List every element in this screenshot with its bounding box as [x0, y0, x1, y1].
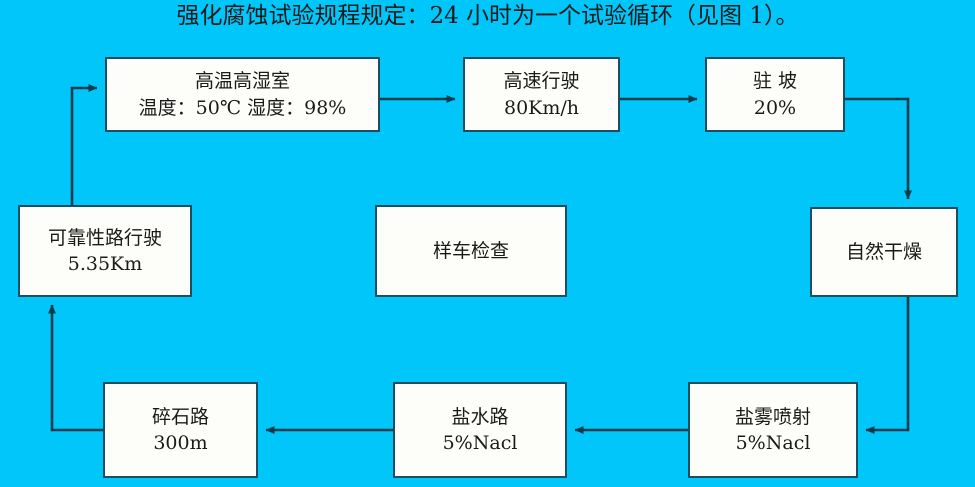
- node-label-line2: 温度：50℃ 湿度：98%: [138, 96, 347, 119]
- node-slope-parking[interactable]: 驻 坡 20%: [705, 57, 845, 132]
- node-label-line1: 驻 坡: [752, 70, 798, 93]
- node-label-line1: 碎石路: [151, 405, 209, 428]
- node-label-line1: 样车检查: [432, 239, 509, 262]
- node-label-line2: 5.35Km: [67, 253, 143, 275]
- node-label-line1: 自然干燥: [845, 240, 922, 263]
- node-natural-drying[interactable]: 自然干燥: [810, 207, 958, 297]
- connector-gravel-to-reliability: [48, 304, 103, 432]
- node-label-line2: 5%Nacl: [735, 432, 811, 454]
- node-salt-water-road[interactable]: 盐水路 5%Nacl: [393, 382, 567, 478]
- node-label-line1: 盐水路: [451, 405, 509, 428]
- node-label-line1: 盐雾喷射: [734, 405, 811, 428]
- connector-slope-to-drying: [845, 97, 912, 200]
- node-reliability-road[interactable]: 可靠性路行驶 5.35Km: [18, 205, 192, 297]
- page-title: 强化腐蚀试验规程规定：24 小时为一个试验循环（见图 1）。: [176, 3, 799, 29]
- node-label-line2: 20%: [753, 96, 797, 119]
- node-label-line2: 300m: [153, 432, 208, 454]
- node-high-speed-driving[interactable]: 高速行驶 80Km/h: [463, 57, 620, 132]
- node-humidity-chamber[interactable]: 高温高湿室 温度：50℃ 湿度：98%: [105, 57, 380, 132]
- node-sample-inspection[interactable]: 样车检查: [375, 205, 567, 297]
- node-salt-spray[interactable]: 盐雾喷射 5%Nacl: [688, 382, 858, 478]
- node-gravel-road[interactable]: 碎石路 300m: [103, 382, 258, 478]
- connector-drying-to-saltspray: [865, 297, 910, 434]
- node-label-line1: 高速行驶: [503, 70, 580, 93]
- node-label-line1: 高温高湿室: [194, 70, 290, 93]
- node-label-line2: 5%Nacl: [442, 432, 518, 454]
- connector-reliability-to-humidity: [70, 84, 98, 205]
- node-label-line1: 可靠性路行驶: [47, 226, 162, 249]
- node-label-line2: 80Km/h: [503, 96, 580, 119]
